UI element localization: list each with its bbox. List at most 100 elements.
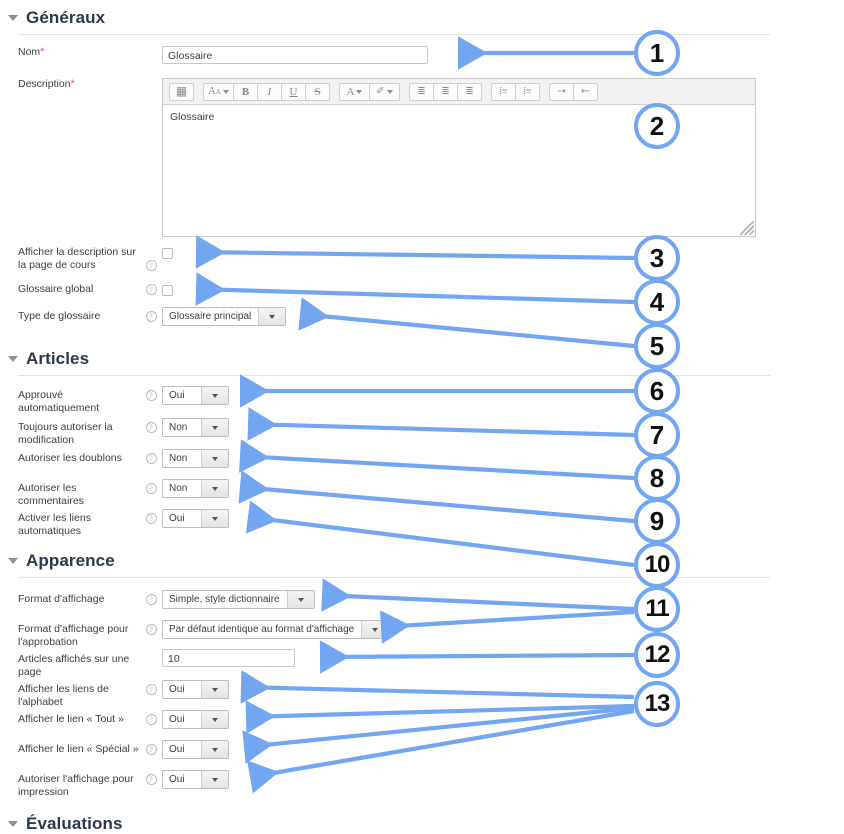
resize-handle-icon[interactable] <box>740 221 754 235</box>
chevron-down-icon[interactable] <box>201 419 228 436</box>
align-left-icon[interactable]: ≣ <box>409 82 434 101</box>
field-lien-tout: Oui <box>162 709 780 729</box>
help-commentaires[interactable]: ? <box>140 478 162 494</box>
text-color-icon[interactable]: A <box>339 82 370 101</box>
numbered-list-icon[interactable]: ⁞≡ <box>515 82 540 101</box>
label-doublons: Autoriser les doublons <box>18 452 122 464</box>
lien-tout-select[interactable]: Oui <box>162 710 229 729</box>
liens-alphabet-select[interactable]: Oui <box>162 680 229 699</box>
field-articles-par-page: 10 <box>162 649 780 667</box>
help-icon[interactable]: ? <box>145 684 157 695</box>
help-icon[interactable]: ? <box>145 260 157 271</box>
section-apparence-title: Apparence <box>26 551 115 570</box>
help-type-glossaire[interactable]: ? <box>140 306 162 322</box>
required-asterisk: * <box>70 78 75 90</box>
field-liens-alphabet: Oui <box>162 679 780 699</box>
section-articles-header[interactable]: Articles <box>0 349 780 369</box>
table-icon[interactable]: ▦ <box>169 82 194 101</box>
bullet-list-icon[interactable]: ⁞≡ <box>491 82 516 101</box>
help-lien-special[interactable]: ? <box>140 739 162 755</box>
chevron-down-icon[interactable] <box>201 387 228 404</box>
help-affichage-impression[interactable]: ? <box>140 769 162 785</box>
chevron-down-icon[interactable] <box>201 510 228 527</box>
chevron-down-icon[interactable] <box>258 308 286 325</box>
affichage-impression-select[interactable]: Oui <box>162 770 229 789</box>
toujours-modif-select[interactable]: Non <box>162 418 229 437</box>
liens-auto-value: Oui <box>169 513 185 524</box>
field-approuve-auto: Oui <box>162 385 780 405</box>
glossaire-global-checkbox[interactable] <box>162 285 173 296</box>
help-icon[interactable]: ? <box>145 594 157 605</box>
arrow-13b <box>245 700 635 734</box>
indent-icon[interactable]: ⇤ <box>573 82 598 101</box>
lien-special-select[interactable]: Oui <box>162 740 229 759</box>
commentaires-select[interactable]: Non <box>162 479 229 498</box>
afficher-description-checkbox[interactable] <box>162 248 173 259</box>
help-icon[interactable]: ? <box>145 513 157 524</box>
help-icon[interactable]: ? <box>145 422 157 433</box>
help-icon[interactable]: ? <box>145 714 157 725</box>
description-editor-body[interactable]: Glossaire <box>170 111 215 123</box>
arrow-10 <box>245 500 635 568</box>
approuve-auto-select[interactable]: Oui <box>162 386 229 405</box>
help-liens-alphabet[interactable]: ? <box>140 679 162 695</box>
row-liens-auto: Activer les liens automatiques ? Oui <box>0 508 780 538</box>
help-icon[interactable]: ? <box>145 311 157 322</box>
help-icon[interactable]: ? <box>145 284 157 295</box>
field-toujours-modif: Non <box>162 417 780 437</box>
field-liens-auto: Oui <box>162 508 780 528</box>
type-glossaire-select[interactable]: Glossaire principal <box>162 307 287 326</box>
chevron-down-icon[interactable] <box>201 741 228 758</box>
liens-auto-select[interactable]: Oui <box>162 509 229 528</box>
chevron-down-icon[interactable] <box>201 450 228 467</box>
nom-input[interactable]: Glossaire <box>162 46 428 64</box>
triangle-down-icon[interactable] <box>8 15 18 21</box>
label-lien-special: Afficher le lien « Spécial » <box>18 743 139 755</box>
help-liens-auto[interactable]: ? <box>140 508 162 524</box>
help-icon[interactable]: ? <box>145 624 157 635</box>
chevron-down-icon[interactable] <box>286 591 314 608</box>
help-glossaire-global[interactable]: ? <box>140 283 162 295</box>
help-icon[interactable]: ? <box>145 744 157 755</box>
chevron-down-icon[interactable] <box>201 711 228 728</box>
align-right-icon[interactable]: ≣ <box>457 82 482 101</box>
commentaires-value: Non <box>169 483 188 494</box>
help-afficher-description[interactable]: ? <box>140 246 162 271</box>
help-icon[interactable]: ? <box>145 483 157 494</box>
label-toujours-modif: Toujours autoriser la modification <box>18 421 113 446</box>
help-format-approbation[interactable]: ? <box>140 619 162 635</box>
doublons-select[interactable]: Non <box>162 449 229 468</box>
help-icon[interactable]: ? <box>145 453 157 464</box>
triangle-down-icon[interactable] <box>8 558 18 564</box>
strikethrough-icon[interactable]: S <box>305 82 330 101</box>
arrow-13a <box>240 670 635 704</box>
help-approuve-auto[interactable]: ? <box>140 385 162 401</box>
toolbar-group-align: ≣ ≣ ≣ <box>409 82 482 101</box>
help-lien-tout[interactable]: ? <box>140 709 162 725</box>
help-format-affichage[interactable]: ? <box>140 589 162 605</box>
lien-special-value: Oui <box>169 744 185 755</box>
help-icon[interactable]: ? <box>145 390 157 401</box>
field-format-affichage: Simple, style dictionnaire <box>162 589 780 609</box>
arrow-13d <box>247 708 635 794</box>
label-commentaires: Autoriser les commentaires <box>18 482 84 507</box>
label-nom: Nom* <box>0 46 140 59</box>
chevron-down-icon[interactable] <box>201 480 228 497</box>
label-articles-par-page: Articles affichés sur une page <box>18 653 130 678</box>
articles-par-page-input[interactable]: 10 <box>162 649 295 667</box>
highlight-color-icon[interactable]: ✐ <box>369 82 400 101</box>
help-toujours-modif[interactable]: ? <box>140 417 162 433</box>
section-apparence-header[interactable]: Apparence <box>0 551 780 571</box>
chevron-down-icon[interactable] <box>201 771 228 788</box>
help-icon[interactable]: ? <box>145 774 157 785</box>
help-doublons[interactable]: ? <box>140 448 162 464</box>
arrow-12 <box>319 640 635 674</box>
label-liens-auto: Activer les liens automatiques <box>18 512 91 537</box>
section-generaux-header[interactable]: Généraux <box>0 8 780 28</box>
chevron-down-icon[interactable] <box>201 681 228 698</box>
format-affichage-select[interactable]: Simple, style dictionnaire <box>162 590 315 609</box>
affichage-impression-value: Oui <box>169 774 185 785</box>
triangle-down-icon[interactable] <box>8 356 18 362</box>
